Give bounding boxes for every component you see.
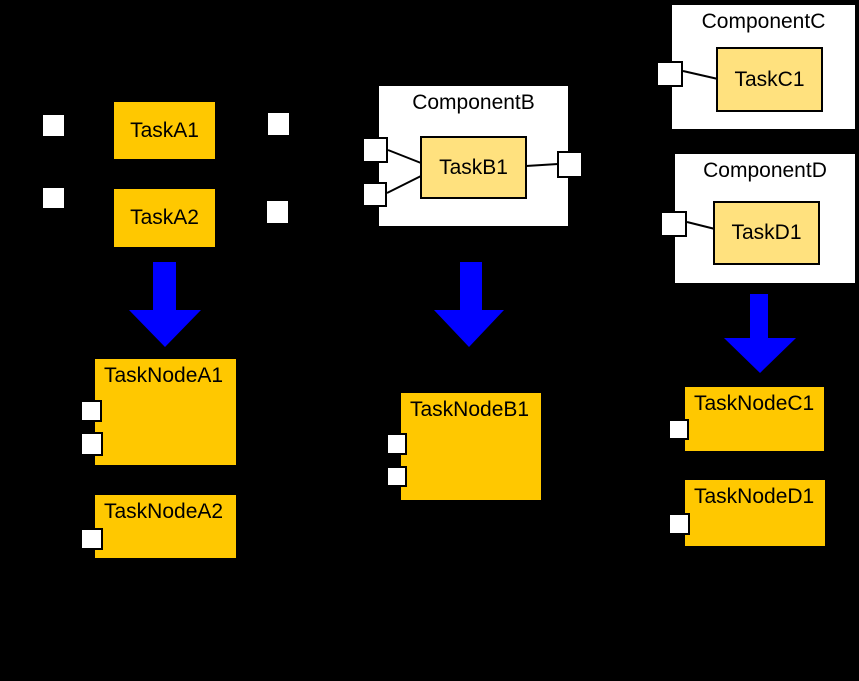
task-d1-node: TaskD1 [713,201,820,265]
tasknode-a1-node: TaskNodeA1 [93,357,238,467]
tasknode-d1-node: TaskNodeD1 [683,478,827,548]
component-a-port-left-1 [41,113,66,138]
component-b-port-left-1 [362,137,388,163]
task-a2-node: TaskA2 [112,187,217,249]
tasknode-c1-node: TaskNodeC1 [683,385,826,453]
task-c1-node: TaskC1 [716,47,823,112]
deploy-arrow-a-icon [129,310,201,347]
tasknode-a1-label: TaskNodeA1 [104,364,224,387]
component-c-title: ComponentC [701,10,826,33]
task-a1-label: TaskA1 [130,118,199,142]
tasknode-b1-port-2 [386,466,407,487]
tasknode-c1-label: TaskNodeC1 [694,392,815,415]
tasknode-d1-label: TaskNodeD1 [694,485,815,508]
component-b: ComponentB TaskB1 [362,84,583,228]
task-c1-label: TaskC1 [734,67,805,91]
component-d-title: ComponentD [703,159,827,182]
component-c: ComponentC TaskC1 [656,3,857,131]
component-a-port-right-2 [265,199,290,225]
tasknode-a1-port-2 [80,432,103,456]
task-a2-label: TaskA2 [130,206,199,229]
task-a1-node: TaskA1 [112,100,217,161]
component-b-port-left-2 [362,182,387,207]
tasknode-b1-node: TaskNodeB1 [399,391,543,502]
component-b-title: ComponentB [412,91,535,114]
component-a-port-right-1 [266,111,291,137]
tasknode-b1-port-1 [386,433,407,455]
task-b1-label: TaskB1 [439,155,508,179]
deploy-arrow-d-shaft [750,294,768,339]
tasknode-b1-label: TaskNodeB1 [410,398,530,421]
component-d: ComponentD TaskD1 [660,152,857,285]
tasknode-a2-label: TaskNodeA2 [104,500,224,523]
deploy-arrow-d-icon [724,338,796,373]
component-b-port-right-1 [557,151,583,178]
task-b1-node: TaskB1 [420,136,527,199]
deploy-arrow-a-shaft [153,262,176,311]
tasknode-a2-node: TaskNodeA2 [93,493,238,560]
deploy-arrow-b-icon [434,310,504,347]
tasknode-a1-port-1 [80,400,102,422]
tasknode-a2-port-1 [80,528,103,550]
component-d-port-left-1 [660,211,687,237]
deploy-arrow-b-shaft [460,262,482,311]
tasknode-c1-port-1 [668,419,689,440]
tasknode-d1-port-1 [668,513,690,535]
component-a-port-left-2 [41,186,66,210]
task-d1-label: TaskD1 [731,221,802,244]
component-c-port-left-1 [656,61,683,87]
